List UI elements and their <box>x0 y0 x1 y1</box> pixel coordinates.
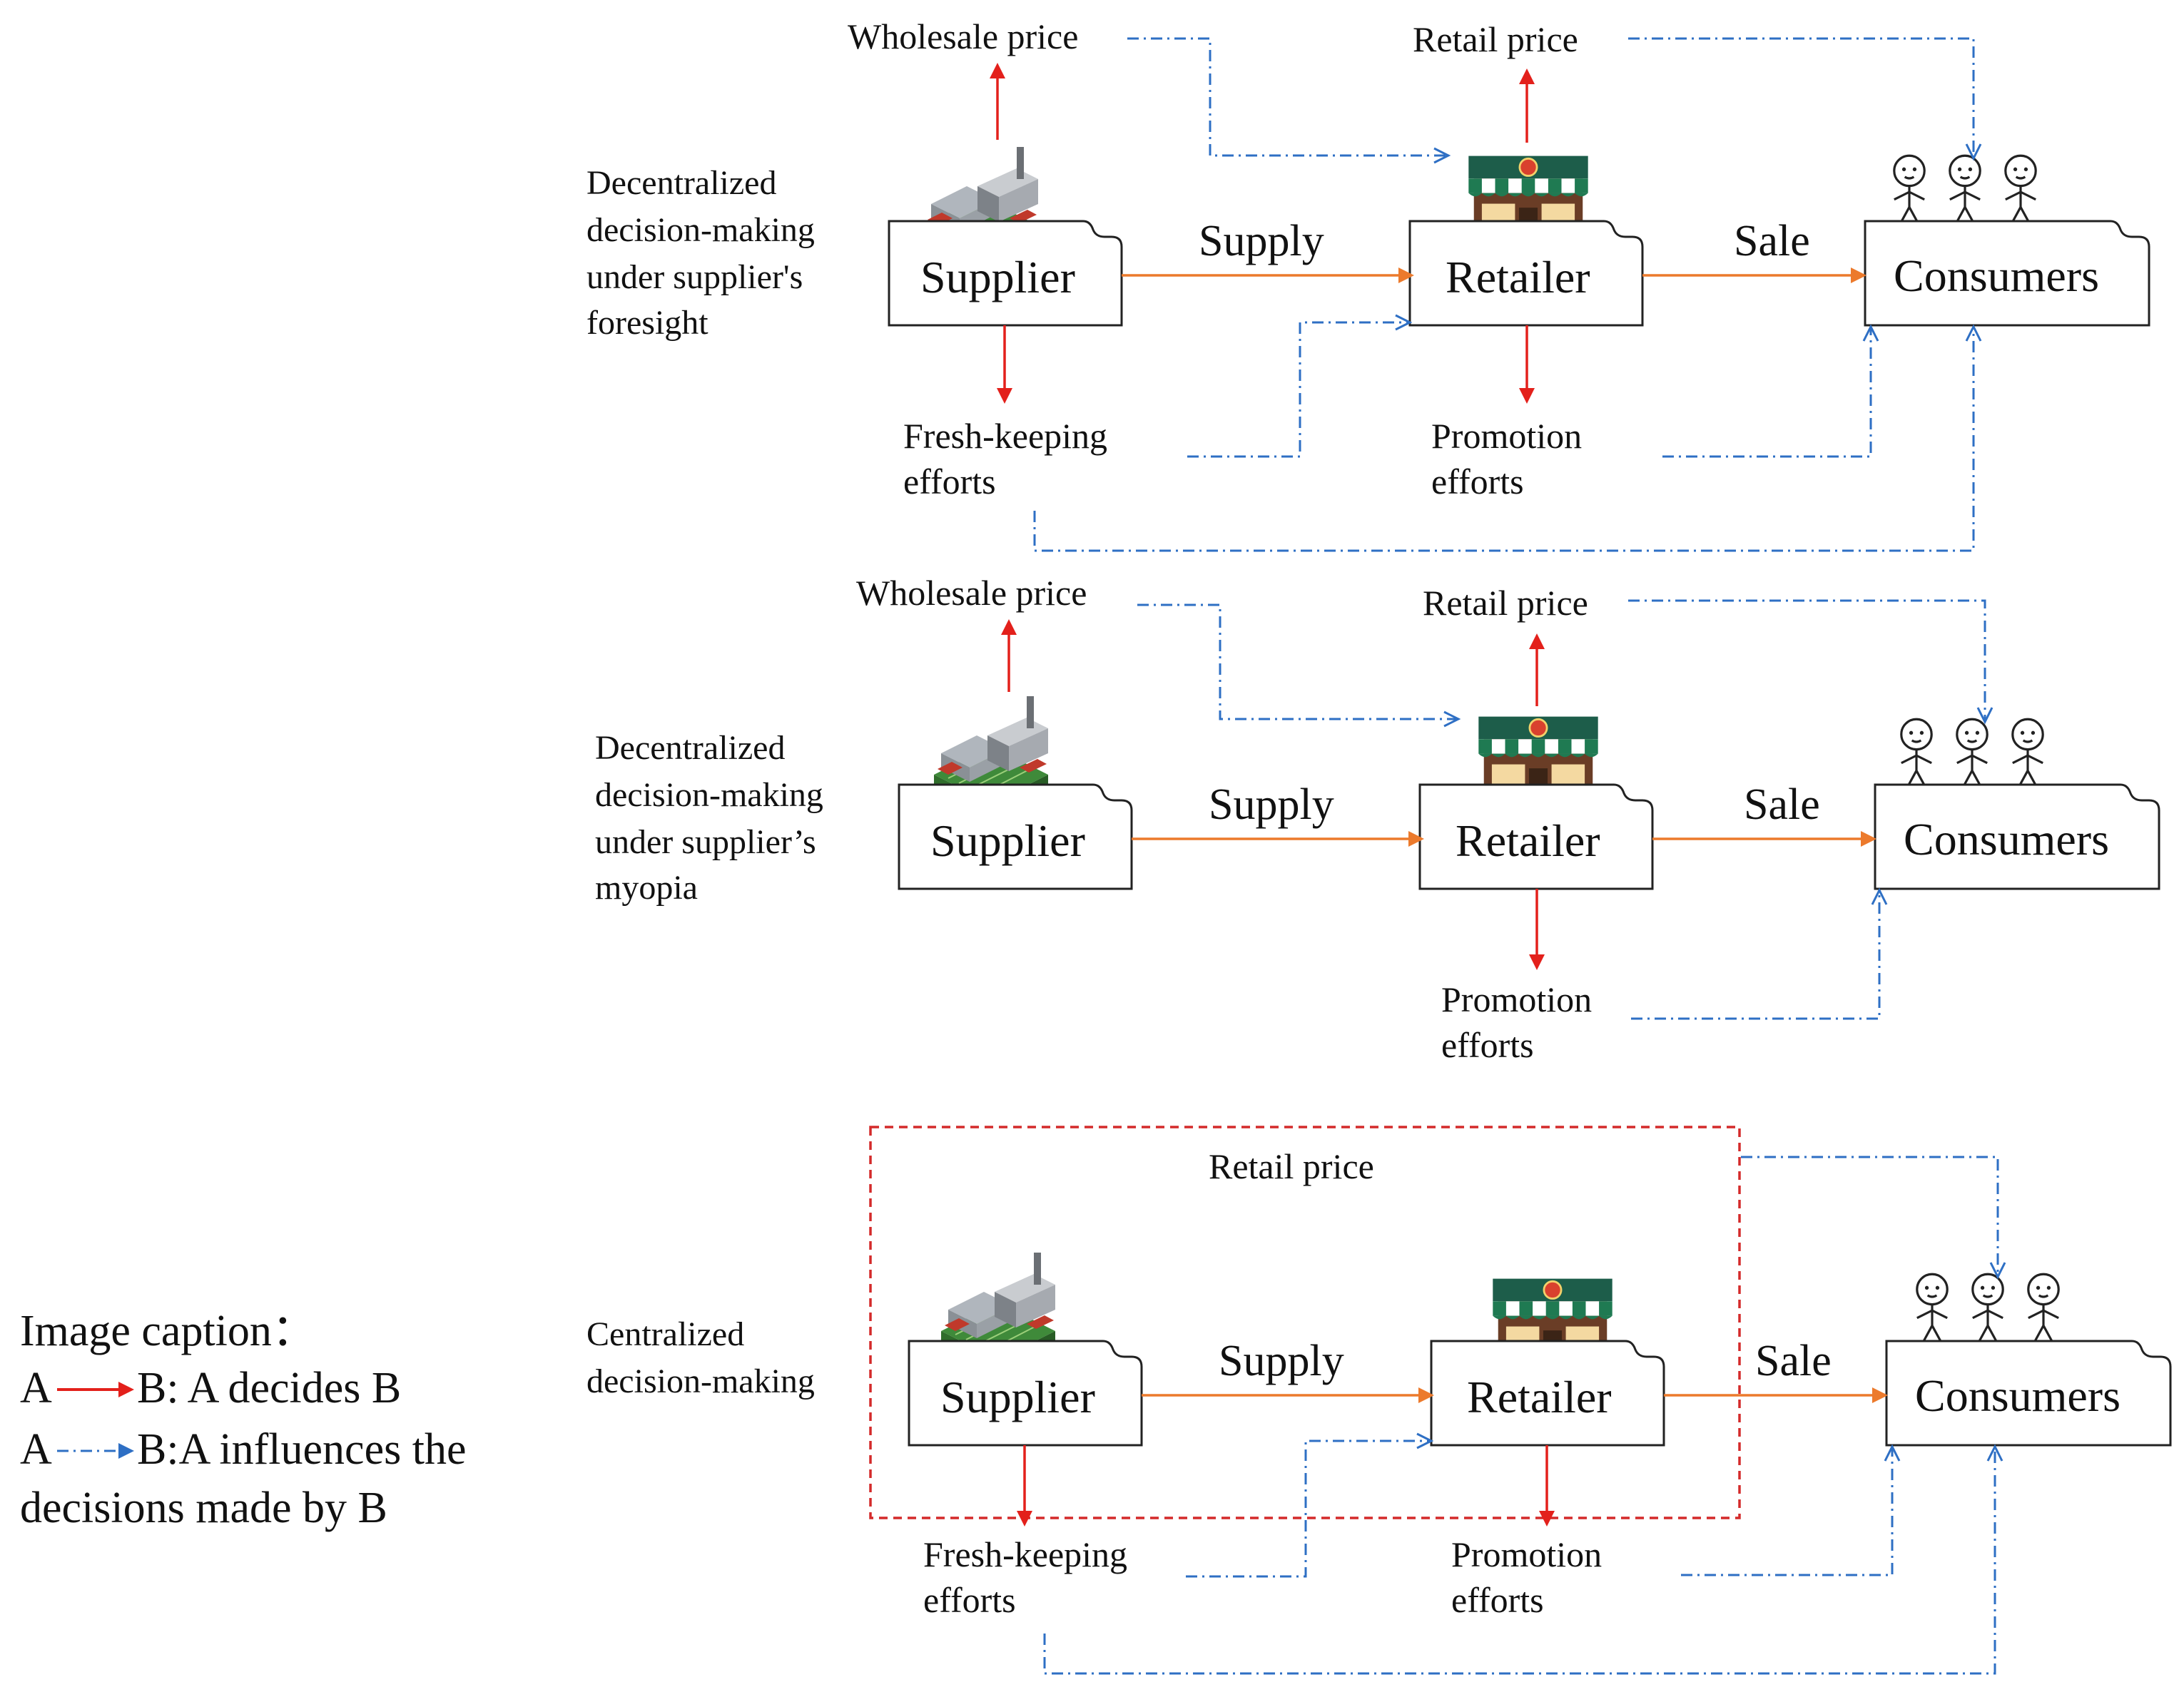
person-icon <box>2027 1273 2060 1344</box>
legend-decides-a: A <box>20 1364 52 1412</box>
scenario-description-line: Decentralized <box>595 729 785 767</box>
consumers-box <box>1864 220 2150 327</box>
retailer-label: Retailer <box>1446 252 1590 302</box>
promotion-label: Promotion <box>1441 979 1592 1019</box>
retail-price-label: Retail price <box>1423 583 1588 623</box>
promotion-label: Promotion <box>1431 416 1582 456</box>
scenario-centralized: Centralized decision-making Retail priceSu… <box>586 1126 2172 1675</box>
fresh-keeping-label-2: efforts <box>903 462 996 501</box>
scenario-description-line: decision-making <box>586 211 815 249</box>
influence-fresh-keeping-to-consumers <box>1033 324 1982 552</box>
retailer-label: Retailer <box>1456 815 1600 866</box>
person-icon <box>1949 154 1981 225</box>
centralized-boundary <box>869 1126 1741 1519</box>
supplier-label: Supplier <box>930 815 1085 866</box>
scenario-description-line: decision-making <box>586 1362 815 1400</box>
sale-label: Sale <box>1755 1337 1832 1385</box>
consumers-label: Consumers <box>1915 1370 2120 1421</box>
people-icon <box>1893 154 2037 225</box>
sale-label: Sale <box>1734 217 1810 265</box>
person-icon <box>2004 154 2037 225</box>
wholesale-price-label: Wholesale price <box>848 16 1078 56</box>
supplier-box <box>908 1340 1143 1447</box>
supplier-label: Supplier <box>940 1372 1095 1422</box>
supplier-box <box>898 783 1133 890</box>
scenario-description-line: Decentralized <box>586 164 776 202</box>
influence-promotion-to-consumers <box>1631 887 1888 1020</box>
scenario-description-line: myopia <box>595 869 698 907</box>
supplier-box <box>888 220 1123 327</box>
retailer-box <box>1430 1340 1665 1447</box>
legend-influences-text-2: decisions made by B <box>20 1484 387 1532</box>
scenario-description-line: under supplier’s <box>595 823 816 861</box>
supply-label: Supply <box>1199 217 1324 265</box>
scenario-description-line: Centralized <box>586 1315 744 1353</box>
retailer-box <box>1418 783 1654 890</box>
supplier-label: Supplier <box>920 252 1075 302</box>
supply-label: Supply <box>1209 780 1334 829</box>
influence-promotion-to-consumers <box>1681 1444 1901 1576</box>
consumers-box <box>1885 1340 2172 1447</box>
influence-retail-price-to-consumers <box>1628 37 1982 161</box>
retailer-box <box>1408 220 1644 327</box>
scenario-myopia: Decentralized decision-making under suppli… <box>595 573 2160 1065</box>
promotion-label: Promotion <box>1451 1534 1602 1574</box>
influence-wholesale-to-retailer <box>1137 603 1461 728</box>
wholesale-price-label: Wholesale price <box>856 573 1087 613</box>
legend: Image caption： A B: A decides B A B:A in… <box>20 1307 466 1532</box>
legend-title: Image caption： <box>20 1307 316 1355</box>
legend-influences-a: A <box>20 1425 52 1474</box>
retail-price-label: Retail price <box>1209 1146 1374 1186</box>
influence-fresh-keeping-to-retailer <box>1186 1432 1434 1578</box>
supply-label: Supply <box>1219 1337 1344 1385</box>
person-icon <box>1916 1273 1949 1344</box>
scenario-description-line: foresight <box>586 304 708 342</box>
retail-price-label: Retail price <box>1413 19 1578 59</box>
legend-influences-text: B:A influences the <box>137 1425 466 1474</box>
consumers-label: Consumers <box>1894 250 2099 301</box>
person-icon <box>1971 1273 2004 1344</box>
promotion-label-2: efforts <box>1451 1580 1544 1620</box>
person-icon <box>1956 718 1989 789</box>
scenario-description-line: decision-making <box>595 776 823 814</box>
person-icon <box>2011 718 2044 789</box>
promotion-label-2: efforts <box>1431 462 1524 501</box>
person-icon <box>1893 154 1926 225</box>
consumers-box <box>1874 783 2160 890</box>
scenario-description-line: under supplier's <box>586 258 803 296</box>
person-icon <box>1900 718 1933 789</box>
people-icon <box>1900 718 2044 789</box>
fresh-keeping-label: Fresh-keeping <box>923 1534 1127 1574</box>
fresh-keeping-label-2: efforts <box>923 1580 1016 1620</box>
people-icon <box>1916 1273 2060 1344</box>
influence-wholesale-to-retailer <box>1127 37 1451 164</box>
fresh-keeping-label: Fresh-keeping <box>903 416 1107 456</box>
influence-retail-price-to-consumers <box>1741 1156 2006 1280</box>
legend-decides-text: B: A decides B <box>137 1364 401 1412</box>
scenario-foresight: Decentralized decision-making under suppli… <box>586 16 2150 552</box>
influence-retail-price-to-consumers <box>1628 599 1993 725</box>
retailer-label: Retailer <box>1467 1372 1612 1422</box>
consumers-label: Consumers <box>1904 814 2109 865</box>
sale-label: Sale <box>1744 780 1820 829</box>
influence-promotion-to-consumers <box>1662 324 1879 458</box>
influence-fresh-keeping-to-retailer <box>1187 314 1413 458</box>
promotion-label-2: efforts <box>1441 1025 1534 1065</box>
